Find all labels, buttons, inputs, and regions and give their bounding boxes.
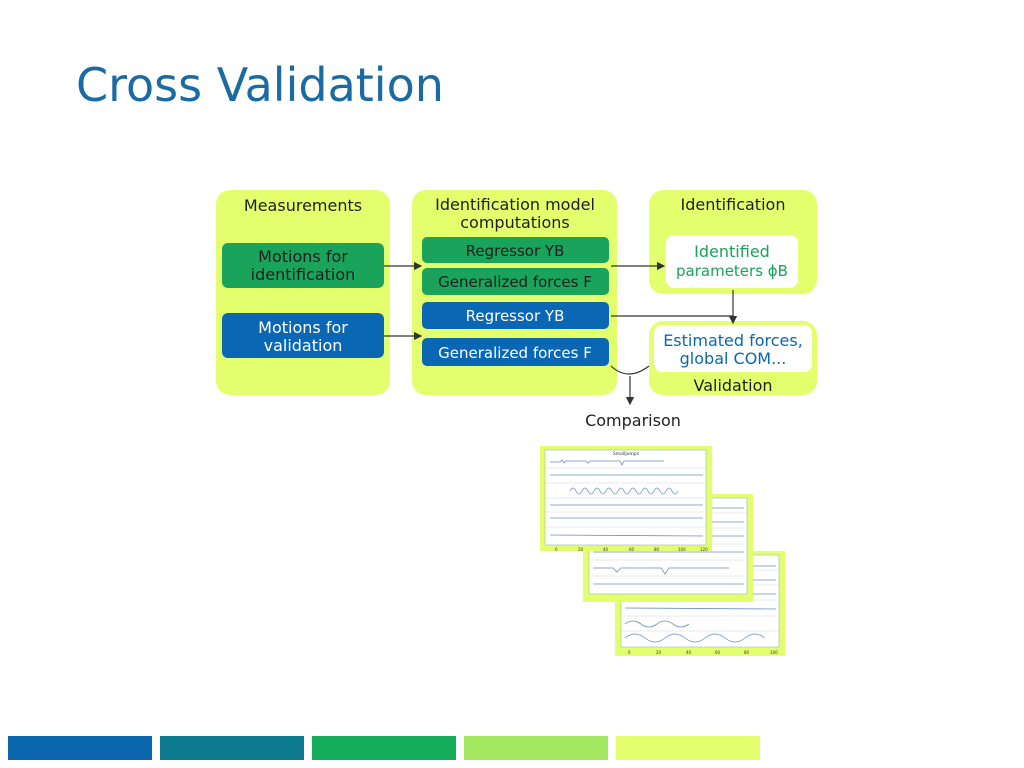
- motions-identification-box: [222, 243, 384, 288]
- computations-title-line1: Identification model: [435, 195, 595, 214]
- estimated-forces-line2: global COM...: [680, 349, 787, 368]
- forces-green-label: Generalized forces F: [438, 273, 592, 291]
- footer-bar-5: [616, 736, 760, 760]
- regressor-green-box: [422, 237, 609, 263]
- arrow-regressor-to-estimated: [611, 315, 738, 325]
- regressor-blue-label: Regressor YB: [466, 307, 565, 325]
- thumb1-title: SmallJumps: [613, 451, 640, 457]
- slide-title: Cross Validation: [76, 58, 444, 112]
- footer-bar-1: [8, 736, 152, 760]
- computations-title-line2: computations: [460, 213, 570, 232]
- motions-identification-line2: identification: [251, 265, 356, 284]
- thumb3-tick-3: 60: [715, 650, 721, 655]
- thumb3-tick-0: 0: [628, 650, 631, 655]
- identified-params-line1: Identified: [694, 242, 770, 261]
- forces-green-box: [422, 268, 609, 295]
- validation-title: Validation: [693, 376, 772, 395]
- motions-validation-line1: Motions for: [258, 318, 348, 337]
- forces-blue-label: Generalized forces F: [438, 344, 592, 362]
- measurements-title: Measurements: [244, 196, 362, 215]
- thumb3-tick-5: 100: [770, 650, 778, 655]
- thumb1-tick-3: 60: [629, 547, 635, 552]
- motions-identification-line1: Motions for: [258, 247, 348, 266]
- footer-bar-3: [312, 736, 456, 760]
- thumb1-tick-6: 120: [700, 547, 708, 552]
- identified-params-line2: parameters ϕB: [676, 262, 788, 280]
- thumb3-tick-4: 80: [744, 650, 750, 655]
- comparison-brace: [610, 365, 650, 375]
- estimated-forces-box: [654, 325, 812, 372]
- identification-title: Identification: [681, 195, 786, 214]
- regressor-blue-box: [422, 302, 609, 329]
- thumb3-tick-1: 20: [656, 650, 662, 655]
- motions-validation-line2: validation: [264, 336, 343, 355]
- thumb3-tick-2: 40: [686, 650, 692, 655]
- motions-validation-box: [222, 313, 384, 358]
- thumb1-tick-0: 0: [555, 547, 558, 552]
- thumb1-tick-1: 20: [578, 547, 584, 552]
- thumb1-tick-5: 100: [678, 547, 686, 552]
- comparison-label: Comparison: [585, 411, 681, 430]
- forces-blue-box: [422, 338, 609, 366]
- footer-bar-2: [160, 736, 304, 760]
- identified-params-box: [666, 235, 798, 288]
- thumb1-tick-4: 80: [654, 547, 660, 552]
- thumb1-tick-2: 40: [603, 547, 609, 552]
- measurements-panel: [216, 190, 390, 395]
- plot-thumbnail-1: SmallJumps 0 20 40 60 80 100 120: [540, 446, 712, 552]
- footer-bar-4: [464, 736, 608, 760]
- estimated-forces-line1: Estimated forces,: [663, 331, 803, 350]
- regressor-green-label: Regressor YB: [466, 242, 565, 260]
